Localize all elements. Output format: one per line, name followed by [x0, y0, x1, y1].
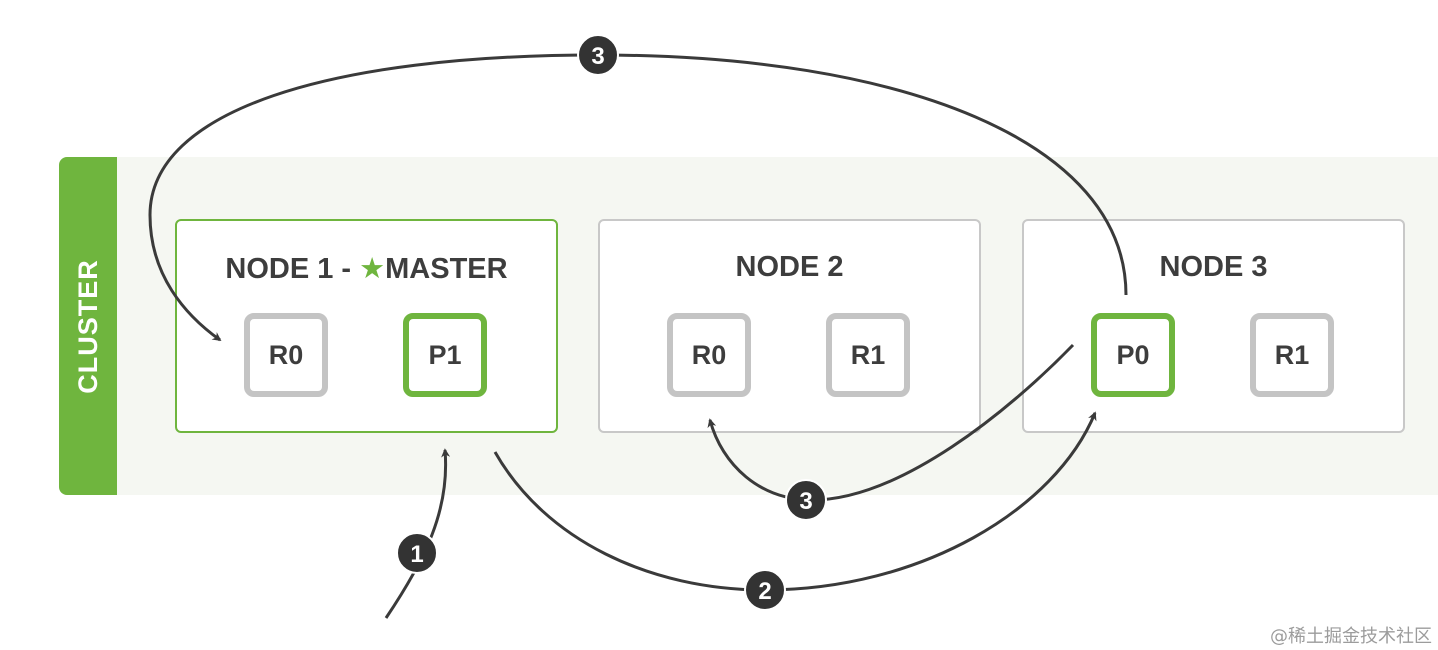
shard-replica-0: R0	[667, 313, 751, 397]
node-2: NODE 2 R0 R1	[598, 219, 981, 433]
step-badge-3-top: 3	[577, 34, 619, 76]
shard-label: R0	[691, 339, 727, 370]
step-badge-3-bottom: 3	[785, 479, 827, 521]
arrow-step-3-to-node1	[148, 53, 1128, 342]
node-1: NODE 1 - ★MASTER R0 P1	[175, 219, 558, 433]
shard-label: P1	[428, 339, 462, 370]
step-badge-1: 1	[396, 532, 438, 574]
star-icon: ★	[359, 253, 386, 285]
shard-label: R0	[268, 339, 304, 370]
shard-replica-1: R1	[1250, 313, 1334, 397]
step-badge-2-label: 2	[758, 578, 771, 605]
shard-replica-1: R1	[826, 313, 910, 397]
master-label: MASTER	[385, 253, 508, 285]
shard-label: R1	[1274, 339, 1310, 370]
shard-primary-1: P1	[403, 313, 487, 397]
step-badge-3-top-label: 3	[591, 43, 604, 70]
step-badge-3-bottom-label: 3	[799, 488, 812, 515]
shard-replica-0: R0	[244, 313, 328, 397]
arrow-step-1	[384, 448, 451, 619]
shard-primary-0: P0	[1091, 313, 1175, 397]
step-badge-1-label: 1	[410, 541, 423, 568]
shard-label: P0	[1116, 339, 1150, 370]
step-badge-2: 2	[744, 569, 786, 611]
cluster-tab	[59, 157, 117, 495]
node-1-title: NODE 1 - ★MASTER	[177, 251, 556, 286]
shard-label: R1	[850, 339, 886, 370]
node-3-title: NODE 3	[1159, 251, 1268, 283]
watermark: @稀土掘金技术社区	[1270, 626, 1432, 647]
node-3: NODE 3 P0 R1	[1022, 219, 1405, 433]
node-2-title: NODE 2	[735, 251, 844, 283]
step-badges: 3 3 1 2	[396, 34, 827, 611]
arrow-step-3-to-node2	[707, 343, 1075, 502]
node-1-title-text: NODE 1 -	[225, 253, 360, 285]
